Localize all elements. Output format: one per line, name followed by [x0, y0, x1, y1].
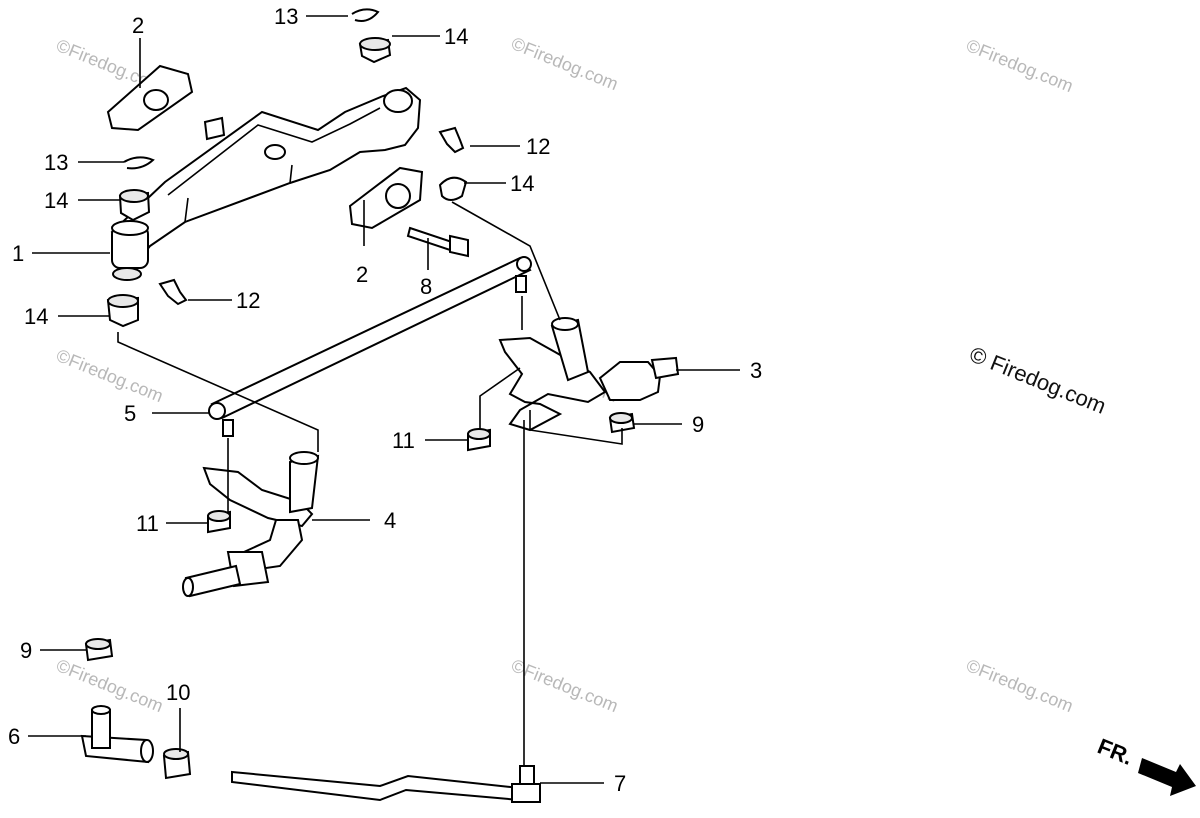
watermark: ©Firedog.com: [964, 655, 1077, 716]
watermark: ©Firedog.com: [54, 655, 167, 716]
front-arrow-icon: [1138, 758, 1196, 796]
callout-14: 14: [44, 188, 68, 213]
tie-rod: [208, 256, 532, 437]
plate-lower: [348, 166, 424, 230]
grease-fitting-lower: [158, 278, 188, 306]
circlip-lower: [123, 156, 155, 170]
callout-10: 10: [166, 680, 190, 705]
bushing-left: [118, 189, 151, 222]
watermark: ©Firedog.com: [54, 345, 167, 406]
callout-1: 1: [12, 241, 24, 266]
circlip-upper: [351, 8, 380, 22]
callout-13: 13: [44, 150, 68, 175]
front-label: FR.: [1094, 733, 1136, 769]
callout-12: 12: [236, 288, 260, 313]
nut-loose: [84, 638, 114, 662]
assembly-lines: [117, 201, 623, 766]
nut-11-right: [467, 428, 491, 452]
nut-11-left: [207, 510, 231, 534]
callout-3: 3: [750, 358, 762, 383]
callout-leaders: [28, 15, 740, 784]
callout-12: 12: [526, 134, 550, 159]
collar: [162, 748, 192, 780]
watermark: ©Firedog.com: [509, 33, 622, 94]
callout-9: 9: [20, 638, 32, 663]
callout-6: 6: [8, 724, 20, 749]
callout-14: 14: [510, 171, 534, 196]
bolt: [406, 226, 469, 258]
callout-11: 11: [136, 511, 159, 536]
nut-right: [608, 412, 636, 434]
bushing-lower-left: [106, 294, 139, 328]
ball-joint-fitting: [80, 705, 154, 764]
spindle-right: [498, 317, 680, 432]
plate-upper: [106, 64, 194, 132]
callout-labels: 2 13 14 13 14 1 12 14 2 8 12 14 3 5 11 9…: [8, 4, 762, 796]
grease-fitting-upper: [438, 126, 465, 154]
callout-8: 8: [420, 274, 432, 299]
watermark: ©Firedog.com: [509, 655, 622, 716]
bushing-top: [358, 37, 392, 64]
front-axle-bracket: [110, 86, 422, 281]
callout-2: 2: [356, 262, 368, 287]
callout-7: 7: [614, 771, 626, 796]
watermark-large: © Firedog.com: [966, 341, 1109, 418]
callout-5: 5: [124, 401, 136, 426]
callout-14: 14: [444, 24, 468, 49]
callout-9: 9: [692, 412, 704, 437]
callout-2: 2: [132, 13, 144, 38]
spindle-left: [182, 451, 320, 598]
callout-11: 11: [392, 428, 415, 453]
callout-13: 13: [274, 4, 298, 29]
front-direction-indicator: FR.: [1094, 733, 1196, 796]
bushing-right: [438, 176, 468, 201]
watermark: ©Firedog.com: [964, 35, 1077, 96]
callout-4: 4: [384, 508, 396, 533]
callout-14: 14: [24, 304, 48, 329]
drag-link: [231, 765, 541, 803]
